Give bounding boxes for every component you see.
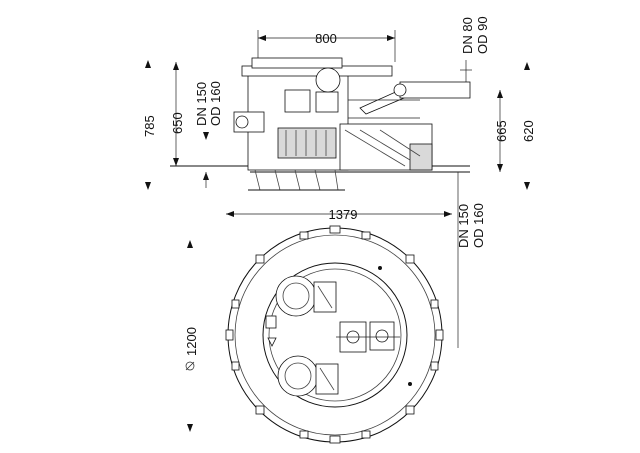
- ring-bolts: [225, 225, 444, 444]
- plan-view: 1200: [184, 225, 444, 444]
- dim-800-label: 800: [315, 31, 337, 46]
- inlet-spec: DN 80 OD 90: [460, 16, 490, 98]
- dimension-785: 785: [142, 60, 157, 190]
- dimension-1200: 1200: [184, 240, 199, 432]
- dim-785-label: 785: [142, 115, 157, 137]
- dimension-665: 665: [494, 90, 509, 172]
- side-view: 800 DN 80 OD 90 785 650 DN 150 OD 160: [142, 16, 536, 191]
- dim-1200-label: 1200: [184, 327, 199, 356]
- pump-bottom: [277, 355, 339, 397]
- inlet-dn-label: DN 80: [460, 17, 475, 54]
- inlet-od-label: OD 90: [475, 16, 490, 54]
- left-pipe-spec: DN 150 OD 160: [194, 81, 223, 188]
- dimension-800: 800: [257, 30, 396, 62]
- dimension-1379: 1379: [226, 207, 452, 222]
- dimension-620: 620: [521, 62, 536, 190]
- pump-top: [275, 275, 337, 317]
- dim-665-label: 665: [494, 120, 509, 142]
- right-od-label: OD 160: [471, 203, 486, 248]
- valve-module: [336, 321, 400, 353]
- side-body: [170, 57, 471, 191]
- dim-1379-label: 1379: [329, 207, 358, 222]
- left-dn-label: DN 150: [194, 82, 209, 126]
- right-pipe-spec: DN 150 OD 160: [456, 172, 486, 348]
- dim-650-label: 650: [170, 112, 185, 134]
- right-dn-label: DN 150: [456, 204, 471, 248]
- dim-620-label: 620: [521, 120, 536, 142]
- left-od-label: OD 160: [208, 81, 223, 126]
- small-fittings: [265, 266, 412, 386]
- diameter-icon: [185, 361, 195, 371]
